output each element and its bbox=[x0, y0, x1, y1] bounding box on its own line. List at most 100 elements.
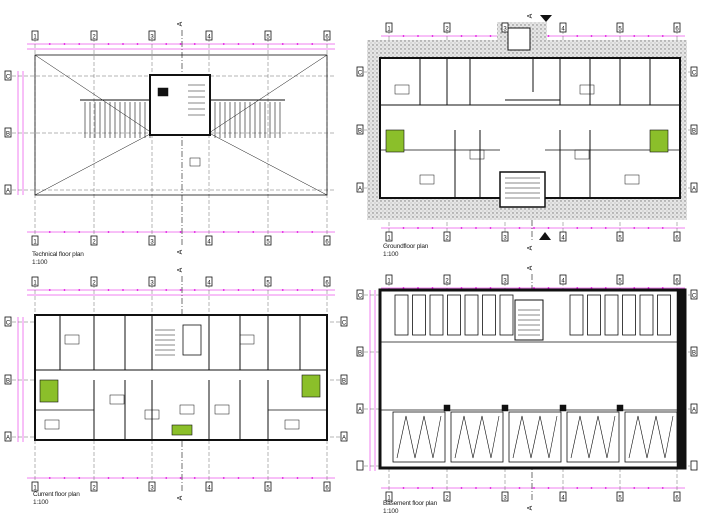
dimension-tick bbox=[48, 289, 51, 291]
grid-column-bubble bbox=[501, 491, 509, 502]
dimension-tick bbox=[402, 227, 405, 229]
grid-column-bubble bbox=[616, 491, 624, 502]
grid-column-bubble-label: 1 bbox=[387, 27, 391, 33]
dimension-tick bbox=[460, 287, 463, 289]
grid-row-bubble-label: A bbox=[342, 436, 346, 442]
grid-row-bubble-label: B bbox=[6, 379, 10, 385]
grid-column-bubble bbox=[264, 235, 272, 246]
dimension-tick bbox=[661, 227, 664, 229]
dimension-tick bbox=[281, 231, 284, 233]
dimension-tick bbox=[547, 227, 550, 229]
grid-column-bubble-label: 6 bbox=[675, 236, 679, 242]
dimension-tick bbox=[431, 287, 434, 289]
grid-row-bubble-label: B bbox=[692, 129, 696, 135]
dimension-tick bbox=[604, 227, 607, 229]
lift bbox=[182, 324, 202, 356]
storage-unit bbox=[499, 294, 514, 336]
furniture bbox=[624, 174, 640, 185]
dimension-tick bbox=[518, 287, 521, 289]
parking-bay bbox=[508, 411, 562, 463]
dimension-tick bbox=[647, 35, 650, 37]
grid-column-bubble bbox=[616, 22, 624, 33]
grid-column-bubble bbox=[443, 22, 451, 33]
grid-column-bubble-label: 3 bbox=[150, 240, 154, 246]
furniture bbox=[419, 174, 435, 185]
dimension-tick bbox=[417, 287, 419, 289]
section-mark: A bbox=[177, 267, 184, 272]
grid-row-bubble bbox=[690, 66, 698, 77]
roof-ridge bbox=[208, 132, 328, 196]
grid-column-bubble bbox=[443, 491, 451, 502]
grid-row-bubble bbox=[690, 182, 698, 193]
dimension-tick bbox=[237, 477, 240, 479]
ground-plan-scale: 1:100 bbox=[383, 251, 399, 258]
grid-column-bubble bbox=[31, 235, 39, 246]
roof-ridge bbox=[34, 54, 153, 134]
dimension-tick bbox=[252, 289, 255, 291]
sofa bbox=[301, 374, 321, 398]
grid-column-bubble bbox=[323, 276, 331, 287]
dimension-tick bbox=[661, 487, 664, 489]
dimension-tick bbox=[122, 477, 124, 479]
dimension-tick bbox=[311, 231, 314, 233]
dimension-tick bbox=[193, 231, 196, 233]
dimension-tick bbox=[179, 289, 182, 291]
grid-row-bubble bbox=[340, 431, 348, 442]
dimension-tick bbox=[78, 231, 81, 233]
dimension-tick bbox=[237, 43, 240, 45]
grid-row-bubble bbox=[4, 70, 12, 81]
grid-row-bubble-label: C bbox=[358, 71, 363, 77]
grid-row-bubble-label: A bbox=[358, 408, 362, 414]
dimension-tick bbox=[311, 477, 314, 479]
storage-unit bbox=[482, 294, 496, 336]
dimension-tick bbox=[136, 477, 139, 479]
storage-unit bbox=[464, 294, 479, 336]
grid-column-bubble bbox=[616, 274, 624, 285]
grid-column-bubble-label: 4 bbox=[207, 240, 211, 246]
dimension-tick bbox=[533, 487, 535, 489]
technical-plan-scale: 1:100 bbox=[32, 259, 48, 266]
dimension-tick bbox=[193, 43, 196, 45]
grid-row-bubble bbox=[340, 316, 348, 327]
sofa bbox=[171, 424, 193, 436]
grid-row-bubble bbox=[690, 460, 698, 471]
dimension-tick bbox=[296, 43, 299, 45]
dimension-tick bbox=[165, 231, 168, 233]
grid-column-bubble-label: 4 bbox=[561, 236, 565, 242]
dimension-tick bbox=[590, 227, 593, 229]
grid-column-bubble-label: 6 bbox=[325, 35, 329, 41]
equipment bbox=[189, 157, 201, 167]
furniture bbox=[109, 394, 125, 405]
grid-column-bubble bbox=[205, 276, 213, 287]
technical-plan-title: Technical floor plan bbox=[32, 251, 84, 258]
grid-column-bubble bbox=[616, 231, 624, 242]
dimension-tick bbox=[48, 477, 51, 479]
parking-bay bbox=[392, 411, 446, 463]
dimension-tick bbox=[633, 287, 636, 289]
dimension-tick bbox=[296, 477, 299, 479]
grid-column-bubble bbox=[443, 274, 451, 285]
grid-column-bubble-label: 4 bbox=[561, 27, 565, 33]
grid-row-bubble-label: B bbox=[358, 351, 362, 357]
grid-column-bubble bbox=[90, 235, 98, 246]
grid-column-bubble-label: 5 bbox=[266, 281, 270, 287]
grid-row-bubble-label: C bbox=[692, 294, 697, 300]
dimension-tick bbox=[518, 487, 521, 489]
grid-column-bubble bbox=[559, 491, 567, 502]
grid-row-bubble bbox=[4, 316, 12, 327]
storage-unit bbox=[394, 294, 409, 336]
dimension-tick bbox=[604, 287, 607, 289]
grid-column-bubble bbox=[443, 231, 451, 242]
grid-row-bubble-label: C bbox=[6, 75, 11, 81]
dimension-tick bbox=[222, 231, 225, 233]
dimension-tick bbox=[122, 43, 124, 45]
roof-ridge bbox=[34, 132, 153, 196]
grid-column-bubble-label: 1 bbox=[33, 240, 37, 246]
dimension-tick bbox=[402, 35, 405, 37]
grid-row-bubble bbox=[690, 403, 698, 414]
grid-column-bubble-label: 6 bbox=[325, 240, 329, 246]
grid-column-bubble-label: 1 bbox=[33, 281, 37, 287]
